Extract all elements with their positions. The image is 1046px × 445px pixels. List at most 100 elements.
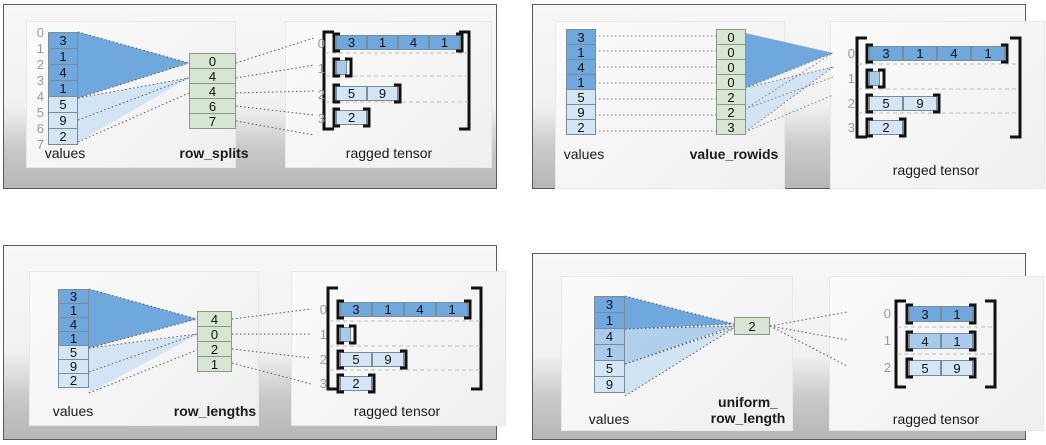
- value-cell: 9: [594, 376, 625, 393]
- tensor-cell: 2: [340, 376, 372, 391]
- row-bracket: [905, 357, 977, 379]
- tensor-label: ragged tensor: [353, 403, 441, 419]
- value-cell: 2: [48, 128, 78, 145]
- row-bracket: [332, 107, 371, 128]
- encoding-column-row-splits: 0 4 4 6 7: [189, 53, 236, 129]
- row-bracket: [332, 32, 464, 53]
- row-bracket: [865, 68, 886, 89]
- values-label: values: [563, 146, 605, 162]
- row-bracket: [905, 330, 977, 352]
- encoding-cell: 0: [189, 53, 236, 69]
- encoding-cell: 2: [734, 317, 770, 335]
- values-column-value-rowids: 3 1 4 1 5 9 2: [566, 29, 596, 135]
- value-cell: 2: [566, 119, 596, 135]
- panel-row-splits: 0 1 2 3 4 5 6 7 3 1 4 1 5 9 2 0 4 4 6 7 …: [3, 4, 497, 189]
- tensor-cell: 1: [367, 35, 398, 50]
- row-bracket: [332, 57, 353, 78]
- tensor-cell: 1: [429, 35, 460, 50]
- connector-overlay-row-splits: [77, 31, 315, 143]
- value-index: 3: [36, 73, 44, 88]
- tensor-cell: 3: [909, 306, 941, 322]
- tensor-cell: 1: [941, 306, 973, 322]
- tensor-row-index: 1: [883, 333, 891, 348]
- value-index: 6: [36, 121, 44, 136]
- values-label: values: [588, 411, 630, 427]
- tensor-row-index: 3: [317, 111, 325, 126]
- value-index: 0: [36, 25, 44, 40]
- tensor-row-index: 1: [319, 327, 327, 342]
- value-index: 2: [36, 57, 44, 72]
- encoding-cell: 3: [716, 119, 746, 135]
- tensor-cell: 9: [372, 352, 404, 367]
- tensor-cell: 5: [340, 352, 372, 367]
- tensor-cell: 1: [903, 46, 937, 61]
- tensor-label: ragged tensor: [892, 162, 980, 178]
- tensor-cell: 5: [336, 86, 367, 101]
- tensor-cell: 5: [909, 360, 941, 376]
- values-column-uniform: 3 1 4 1 5 9: [594, 296, 625, 393]
- tensor-cell: 2: [869, 120, 903, 135]
- tensor-label: ragged tensor: [892, 411, 980, 427]
- encoding-label: row_lengths: [173, 403, 257, 419]
- row-bracket: [865, 43, 1009, 64]
- tensor-row-index: 0: [847, 46, 855, 61]
- tensor-row-index: 0: [319, 302, 327, 317]
- tensor-cell-empty: [340, 327, 351, 342]
- row-bracket: [336, 299, 472, 320]
- tensor-cell: 2: [336, 110, 367, 125]
- encoding-label: row_splits: [179, 145, 249, 161]
- tensor-brackets-row-lengths: [326, 286, 483, 391]
- connector-overlay-uniform: [624, 295, 848, 397]
- tensor-cell: 3: [336, 35, 367, 50]
- tensor-cell: 4: [398, 35, 429, 50]
- tensor-row-index: 0: [883, 306, 891, 321]
- row-bracket: [865, 117, 907, 138]
- value-cell: 3: [48, 32, 78, 49]
- tensor-cell-empty: [336, 60, 347, 75]
- tensor-cell: 3: [869, 46, 903, 61]
- value-index: 5: [36, 105, 44, 120]
- panel-uniform-row-length: 3 1 4 1 5 9 2 values uniform_ row_length…: [532, 253, 1044, 440]
- values-column-row-lengths: 3 1 4 1 5 9 2: [58, 289, 89, 388]
- tensor-cell: 3: [340, 302, 372, 317]
- encoding-cell: 7: [189, 113, 236, 129]
- values-label: values: [44, 145, 86, 161]
- row-bracket: [336, 324, 357, 345]
- tensor-label: ragged tensor: [345, 145, 433, 161]
- tensor-row-index: 2: [847, 96, 855, 111]
- encoding-column-value-rowids: 0 0 0 0 2 2 3: [716, 29, 746, 135]
- tensor-cell: 4: [909, 333, 941, 349]
- tensor-cell: 4: [937, 46, 971, 61]
- tensor-cell: 5: [869, 96, 903, 111]
- tensor-row-index: 0: [317, 36, 325, 51]
- value-index: 4: [36, 89, 44, 104]
- values-label: values: [52, 403, 94, 419]
- connector-overlay-row-lengths: [88, 288, 312, 394]
- tensor-cell: 9: [367, 86, 398, 101]
- encoding-column-row-lengths: 4 0 2 1: [197, 311, 232, 372]
- row-bracket: [865, 93, 941, 114]
- encoding-cell: 1: [197, 356, 232, 372]
- row-bracket: [332, 83, 402, 104]
- tensor-row-index: 1: [847, 71, 855, 86]
- row-bracket: [905, 303, 977, 325]
- tensor-cell: 9: [903, 96, 937, 111]
- tensor-row-index: 3: [319, 376, 327, 391]
- tensor-row-index: 2: [319, 352, 327, 367]
- panel-value-rowids: 3 1 4 1 5 9 2 0 0 0 0 2 2 3 values value…: [532, 4, 1045, 189]
- value-cell: 2: [58, 373, 89, 388]
- encoding-cell: 0: [716, 44, 746, 60]
- tensor-row-index: 2: [317, 87, 325, 102]
- tensor-card-uniform: [829, 276, 1044, 431]
- row-bracket: [336, 373, 376, 394]
- value-index: 1: [36, 41, 44, 56]
- tensor-row-index: 2: [883, 360, 891, 375]
- value-index: 7: [36, 137, 44, 152]
- tensor-cell: 9: [941, 360, 973, 376]
- tensor-cell-empty: [869, 71, 880, 86]
- tensor-cell: 1: [436, 302, 468, 317]
- value-cell: 5: [48, 96, 78, 113]
- connector-overlay-value-rowids: [595, 33, 834, 133]
- tensor-cell: 1: [372, 302, 404, 317]
